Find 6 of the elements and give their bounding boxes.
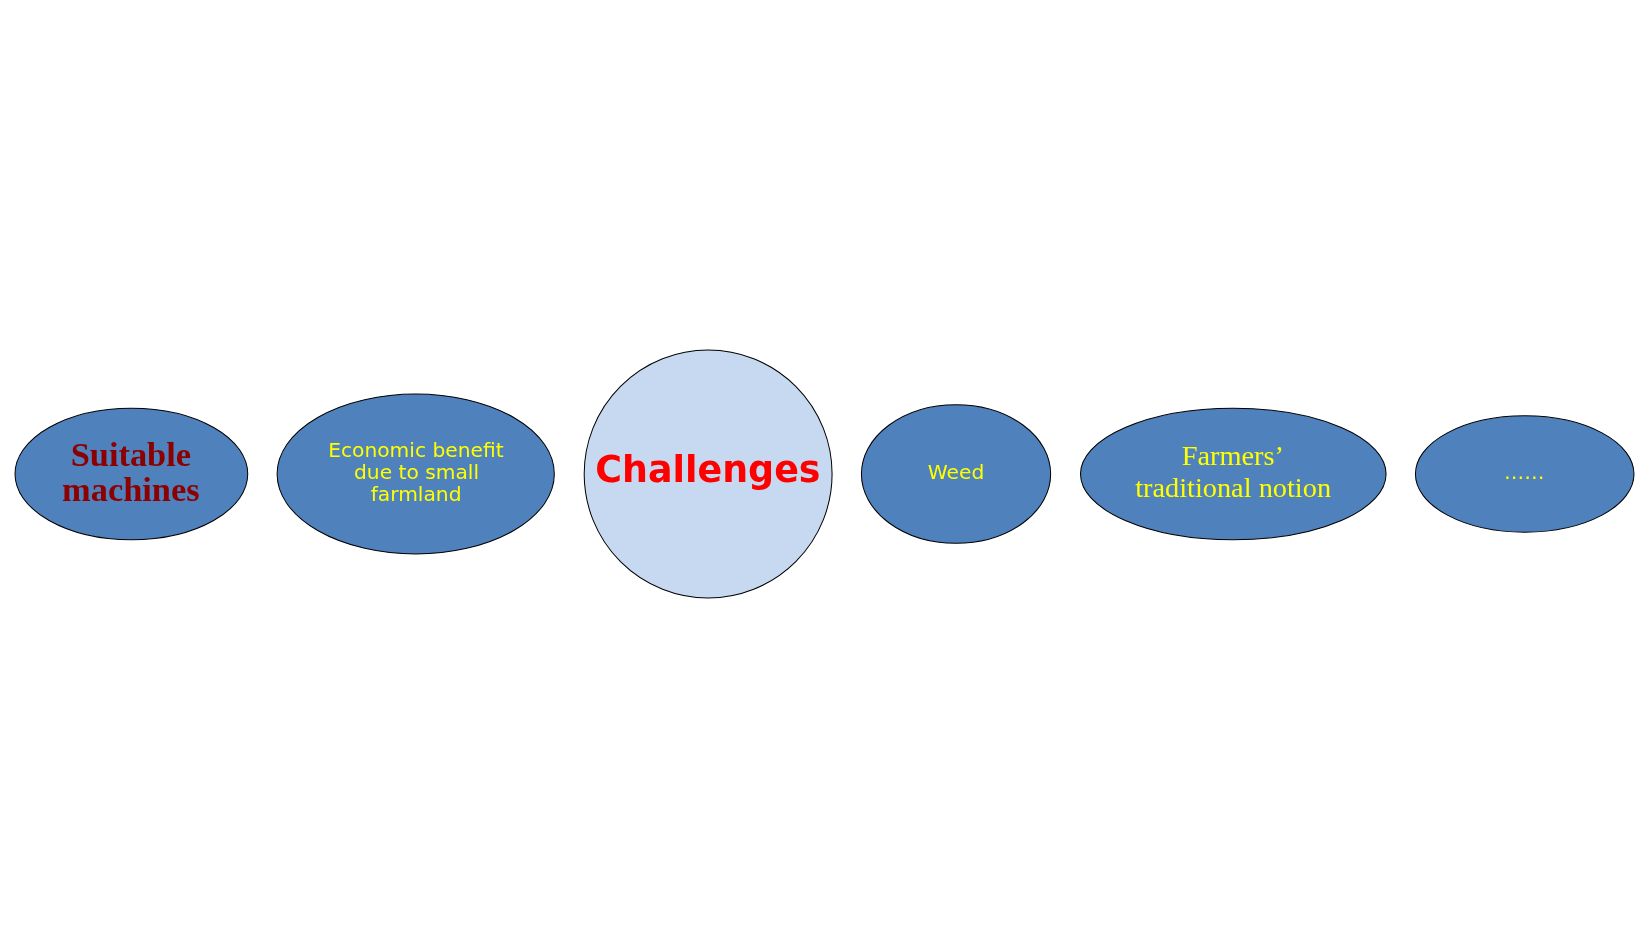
node-circle: Challenges	[583, 349, 833, 598]
node-ellipse: ……	[1414, 414, 1635, 533]
node-ellipse: Weed	[860, 403, 1052, 544]
node-ellipse: Economic benefit due to small farmland	[276, 393, 555, 554]
node-ellipse: Suitable machines	[14, 407, 249, 540]
node-ellipse: Farmers’ traditional notion	[1080, 407, 1387, 540]
